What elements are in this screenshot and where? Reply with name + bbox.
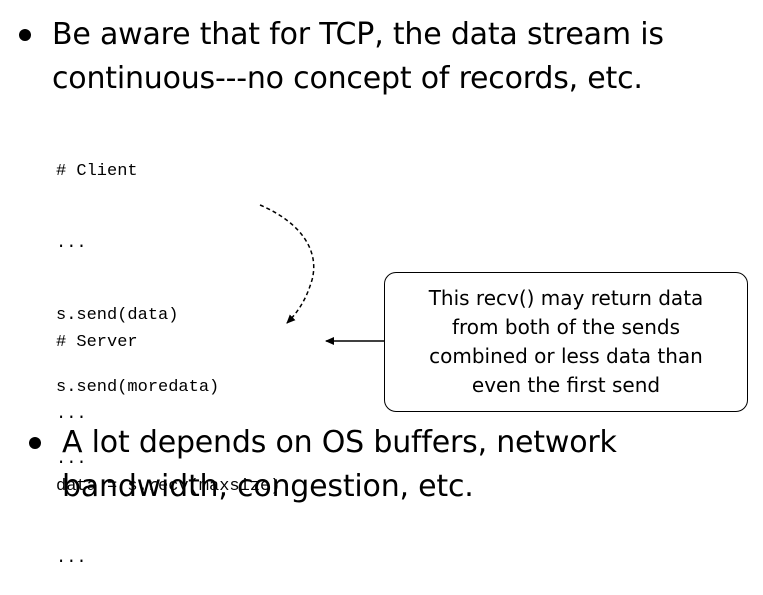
callout-box: This recv() may return data from both of… <box>384 272 748 412</box>
client-code-block: # Client ... s.send(data) s.send(moredat… <box>56 112 219 496</box>
server-code-line: ... <box>56 549 87 568</box>
bullet-2-line-1: A lot depends on OS buffers, network <box>62 425 617 460</box>
client-code-line: ... <box>56 450 87 469</box>
bullet-1-line-2: continuous---no concept of records, etc. <box>52 61 643 96</box>
client-code-line: ... <box>56 234 87 253</box>
bullet-1: Be aware that for TCP, the data stream i… <box>52 13 664 101</box>
callout-line: combined or less data than <box>429 344 703 368</box>
bullet-2-line-2: bandwidth, congestion, etc. <box>62 469 474 504</box>
server-code-line: data = s.recv(maxsize) <box>56 477 281 496</box>
bullet-2: A lot depends on OS buffers, network ban… <box>62 421 617 509</box>
callout-line: This recv() may return data <box>428 286 704 310</box>
callout-line: even the first send <box>471 373 661 397</box>
bullet-2-dot <box>29 437 41 449</box>
client-code-line: s.send(moredata) <box>56 378 220 397</box>
bullet-1-dot <box>19 29 31 41</box>
client-code-line: s.send(data) <box>56 306 179 325</box>
callout-line: from both of the sends <box>451 315 681 339</box>
bullet-1-line-1: Be aware that for TCP, the data stream i… <box>52 17 664 52</box>
client-code-line: # Client <box>56 162 138 181</box>
server-code-line: # Server <box>56 333 138 352</box>
server-code-line: ... <box>56 405 87 424</box>
